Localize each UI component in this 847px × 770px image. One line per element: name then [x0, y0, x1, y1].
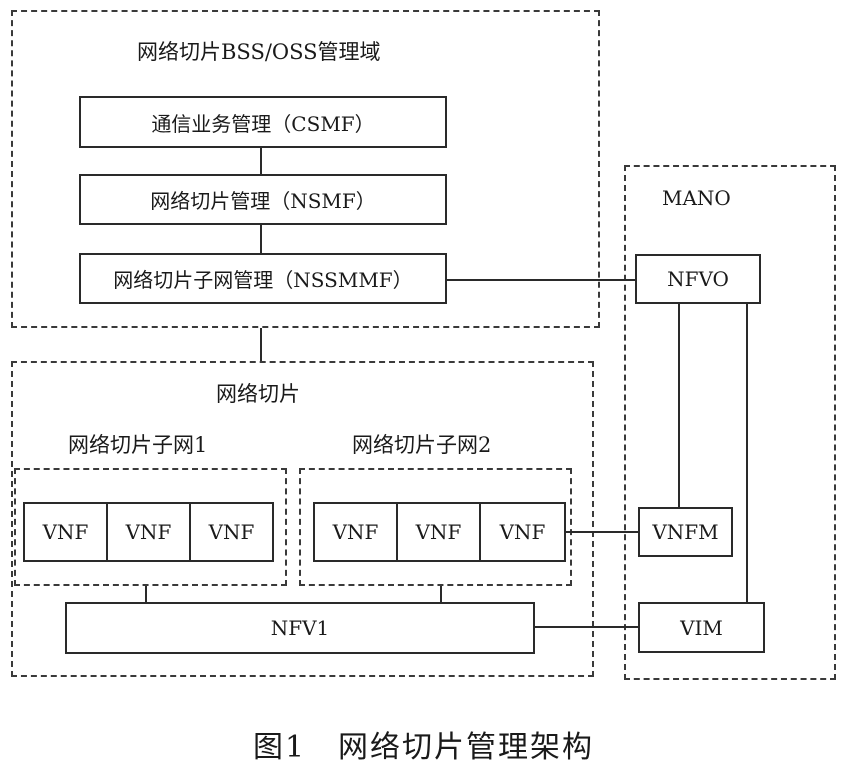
nfv1-box: NFV1 — [65, 602, 535, 654]
nssmf-box: 网络切片子网管理（NSSMMF） — [79, 253, 447, 304]
subnet2-nfv-connector — [440, 586, 442, 603]
subnet1-title: 网络切片子网1 — [68, 433, 208, 457]
nfvo-label: NFVO — [667, 267, 729, 291]
vnfm-label: VNFM — [652, 520, 719, 544]
subnet2-container — [299, 468, 572, 586]
nfvo-box: NFVO — [635, 254, 761, 304]
network-slice-domain — [11, 361, 594, 677]
nsmf-nssmf-connector — [260, 224, 262, 254]
nssmf-label: 网络切片子网管理（NSSMMF） — [113, 268, 413, 292]
vim-box: VIM — [638, 602, 765, 653]
domain-to-slice-connector — [260, 328, 262, 361]
csmf-nsmf-connector — [260, 147, 262, 175]
bss-oss-domain — [11, 10, 600, 328]
nfv-vim-connector — [533, 626, 638, 628]
mano-domain — [624, 165, 836, 680]
subnet2-title: 网络切片子网2 — [352, 433, 492, 457]
vnf-label: VNF — [332, 520, 379, 544]
nfvo-vim-connector — [746, 303, 748, 603]
mano-title: MANO — [662, 186, 731, 210]
vnf-vnfm-connector — [565, 531, 638, 533]
nssmf-nfvo-connector — [446, 279, 635, 281]
bss-oss-domain-title: 网络切片BSS/OSS管理域 — [137, 40, 381, 64]
figure-caption: 图1 网络切片管理架构 — [252, 730, 595, 765]
nsmf-box: 网络切片管理（NSMF） — [79, 174, 447, 225]
subnet1-vnf-3: VNF — [189, 502, 274, 562]
subnet1-vnf-2: VNF — [106, 502, 191, 562]
nfvo-vnfm-connector — [678, 303, 680, 508]
vnf-label: VNF — [499, 520, 546, 544]
vim-label: VIM — [680, 615, 723, 640]
subnet2-vnf-1: VNF — [313, 502, 398, 562]
nfv1-label: NFV1 — [270, 616, 330, 640]
subnet2-vnf-2: VNF — [396, 502, 481, 562]
nsmf-label: 网络切片管理（NSMF） — [150, 189, 376, 213]
subnet2-vnf-3: VNF — [479, 502, 566, 562]
csmf-box: 通信业务管理（CSMF） — [79, 96, 447, 148]
csmf-label: 通信业务管理（CSMF） — [151, 111, 375, 136]
subnet1-vnf-1: VNF — [23, 502, 108, 562]
network-slice-title: 网络切片 — [216, 382, 300, 406]
subnet1-nfv-connector — [145, 586, 147, 603]
subnet1-container — [14, 468, 287, 586]
vnf-label: VNF — [208, 520, 255, 544]
vnf-label: VNF — [415, 520, 462, 544]
vnf-label: VNF — [42, 520, 89, 544]
vnfm-box: VNFM — [638, 507, 733, 557]
vnf-label: VNF — [125, 520, 172, 544]
